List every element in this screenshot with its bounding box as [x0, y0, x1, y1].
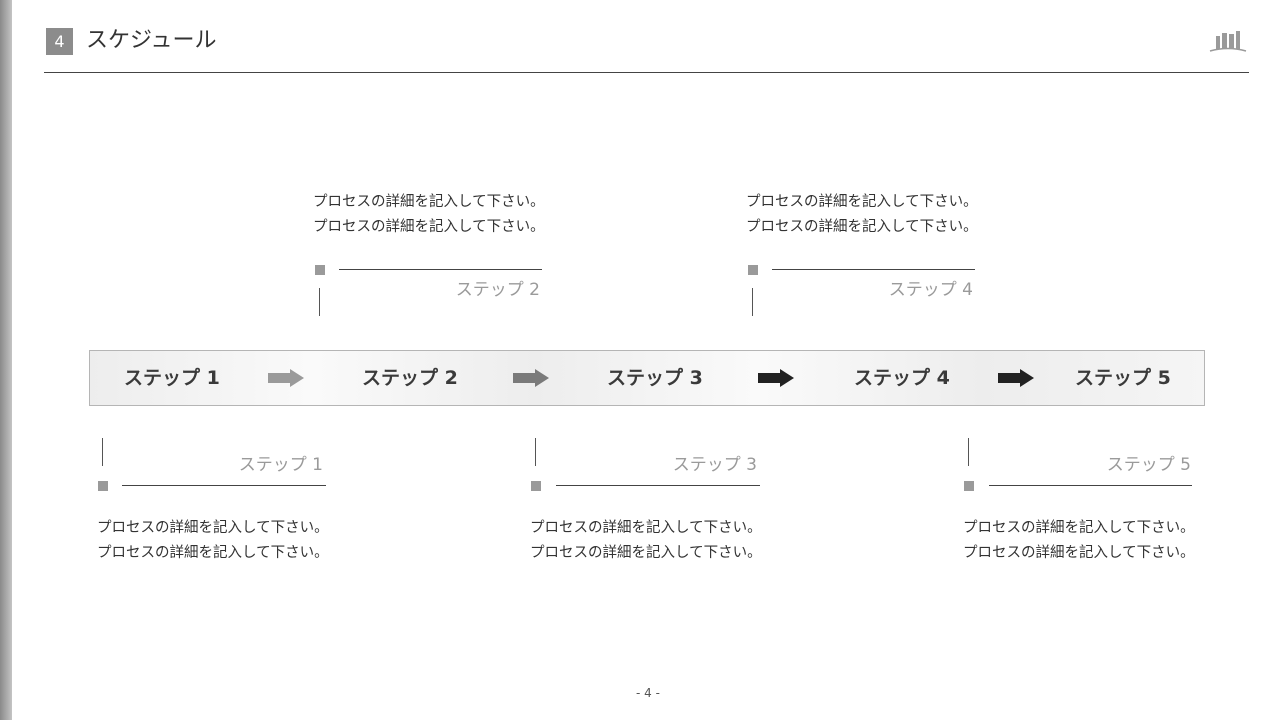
callout-marker — [964, 481, 974, 491]
callout-label: ステップ 4 — [888, 280, 973, 300]
section-number-badge: 4 — [46, 28, 73, 55]
arrow-right-icon — [998, 369, 1034, 387]
callout-connector — [968, 438, 969, 466]
callout-description: プロセスの詳細を記入して下さい。 プロセスの詳細を記入して下さい。 — [963, 516, 1195, 566]
band-step-5: ステップ 5 — [1075, 367, 1171, 389]
callout-line — [122, 485, 326, 486]
callout-label: ステップ 2 — [455, 280, 540, 300]
description-line: プロセスの詳細を記入して下さい。 — [313, 219, 545, 235]
building-logo-icon — [1209, 31, 1247, 52]
callout-marker — [748, 265, 758, 275]
left-edge-bar — [0, 0, 12, 720]
callout-line — [556, 485, 760, 486]
callout-line — [772, 269, 975, 270]
page-title: スケジュール — [86, 28, 217, 53]
description-line: プロセスの詳細を記入して下さい。 — [963, 545, 1195, 561]
callout-connector — [752, 288, 753, 316]
arrow-right-icon — [513, 369, 549, 387]
arrow-right-icon — [268, 369, 304, 387]
callout-connector — [319, 288, 320, 316]
callout-description: プロセスの詳細を記入して下さい。 プロセスの詳細を記入して下さい。 — [746, 190, 978, 240]
callout-description: プロセスの詳細を記入して下さい。 プロセスの詳細を記入して下さい。 — [530, 516, 762, 566]
description-line: プロセスの詳細を記入して下さい。 — [97, 520, 329, 536]
band-step-3: ステップ 3 — [607, 367, 703, 389]
callout-label: ステップ 1 — [238, 455, 323, 475]
callout-line — [339, 269, 542, 270]
callout-connector — [102, 438, 103, 466]
description-line: プロセスの詳細を記入して下さい。 — [746, 219, 978, 235]
callout-description: プロセスの詳細を記入して下さい。 プロセスの詳細を記入して下さい。 — [97, 516, 329, 566]
callout-line — [989, 485, 1192, 486]
callout-label: ステップ 3 — [672, 455, 757, 475]
description-line: プロセスの詳細を記入して下さい。 — [530, 545, 762, 561]
band-step-4: ステップ 4 — [854, 367, 950, 389]
callout-description: プロセスの詳細を記入して下さい。 プロセスの詳細を記入して下さい。 — [313, 190, 545, 240]
band-step-1: ステップ 1 — [124, 367, 220, 389]
description-line: プロセスの詳細を記入して下さい。 — [313, 194, 545, 210]
page-number: - 4 - — [636, 686, 660, 700]
callout-marker — [531, 481, 541, 491]
description-line: プロセスの詳細を記入して下さい。 — [97, 545, 329, 561]
callout-marker — [315, 265, 325, 275]
callout-label: ステップ 5 — [1106, 455, 1191, 475]
callout-marker — [98, 481, 108, 491]
band-step-2: ステップ 2 — [362, 367, 458, 389]
description-line: プロセスの詳細を記入して下さい。 — [530, 520, 762, 536]
arrow-right-icon — [758, 369, 794, 387]
timeline-band: ステップ 1 ステップ 2 ステップ 3 ステップ 4 ステップ 5 — [89, 350, 1205, 406]
description-line: プロセスの詳細を記入して下さい。 — [746, 194, 978, 210]
description-line: プロセスの詳細を記入して下さい。 — [963, 520, 1195, 536]
callout-connector — [535, 438, 536, 466]
header-divider — [44, 72, 1249, 73]
